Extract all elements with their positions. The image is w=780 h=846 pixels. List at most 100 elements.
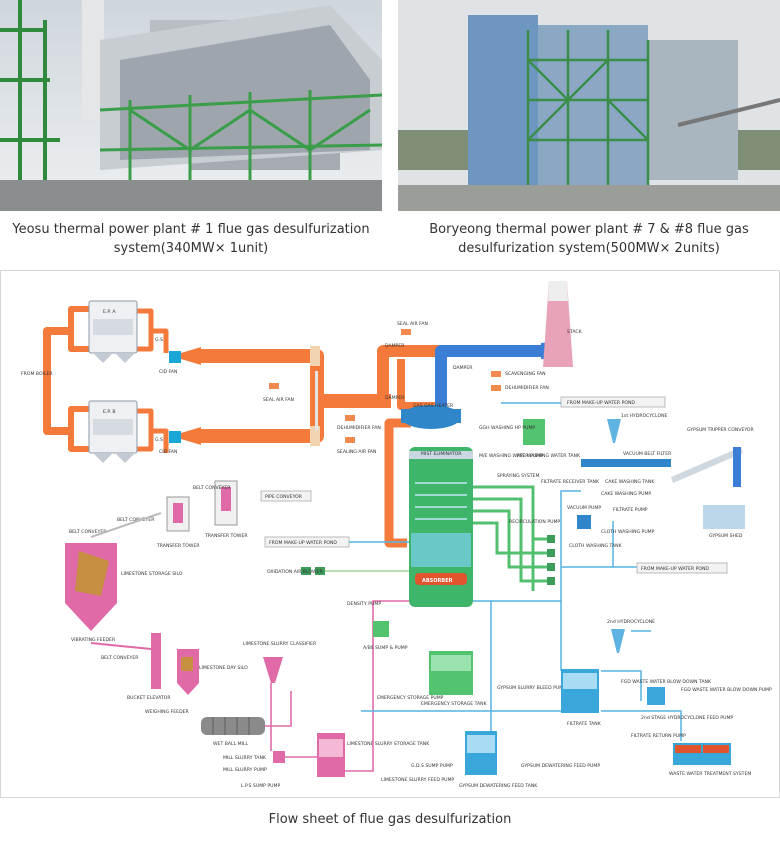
makeup-water-label: FROM MAKE-UP WATER POND: [269, 540, 337, 546]
belt-conveyor-label: BELT CONVEYER: [69, 529, 107, 535]
cake-washing-tank-label: CAKE WASHING TANK: [605, 479, 655, 485]
density-pump-label: DENSITY PUMP: [347, 601, 381, 607]
belt-conveyor-label: BELT CONVEYER: [193, 485, 231, 491]
sealing-air-fan-label: SEALING AIR FAN: [337, 449, 376, 455]
limestone-slurry-storage-tank: LIMESTONE SLURRY STORAGE TANK: [317, 733, 430, 777]
spraying-system-label: SPRAYING SYSTEM: [497, 473, 539, 479]
limestone-slurry-pipes: [265, 600, 409, 772]
makeup-water-arrow: [560, 396, 666, 408]
lps-sump-pump-label: L.P.S SUMP PUMP: [241, 783, 280, 789]
boryeong-caption: Boryeong thermal power plant # 7 & #8 fl…: [429, 222, 749, 256]
fgd-waste-water-pump-label: FGD WASTE WATER BLOW DOWN PUMP: [681, 687, 772, 693]
gypsum-slurry-bleed-pump-label: GYPSUM SLURRY BLEED PUMP: [497, 685, 566, 691]
svg-text:LIMESTONE SLURRY CLASSIFIER: LIMESTONE SLURRY CLASSIFIER: [243, 641, 317, 647]
damper-marker: [310, 346, 320, 366]
svg-text:FILTRATE TANK: FILTRATE TANK: [567, 721, 602, 727]
recirculation-pump-label: RECIRCULATION PUMP: [509, 519, 560, 525]
filtrate-return-pump-label: FILTRATE RETURN PUMP: [631, 733, 686, 739]
oxidation-air-blower-label: OXIDATION AIR BLOWER: [267, 569, 323, 575]
svg-text:CID FAN: CID FAN: [159, 449, 177, 455]
vibrating-feeder-label: VIBRATING FEEDER: [71, 637, 116, 643]
svg-text:GAS GAS HEATER: GAS GAS HEATER: [413, 403, 454, 409]
stack-label: STACK: [567, 329, 583, 335]
vacuum-pump: VACUUM PUMP: [567, 505, 601, 529]
gas-gas-heater: GAS GAS HEATER: [401, 403, 461, 429]
limestone-slurry-classifier: LIMESTONE SLURRY CLASSIFIER: [243, 641, 317, 683]
first-hydrocyclone: 1st HYDROCYCLONE: [607, 413, 668, 443]
svg-text:GYPSUM DEWATERING FEED TANK: GYPSUM DEWATERING FEED TANK: [459, 783, 538, 789]
fans: [269, 329, 501, 443]
mist-eliminator-label: MIST ELIMINATOR: [421, 451, 462, 457]
seal-air-fan-label: SEAL AIR FAN: [263, 397, 294, 403]
svg-text:TRANSFER TOWER: TRANSFER TOWER: [156, 543, 200, 549]
limestone-day-silo: LIMESTONE DAY SILO: [177, 649, 248, 695]
mill-slurry-tank: [273, 751, 285, 763]
belt-conveyor-label: BELT CONVEYER: [101, 655, 139, 661]
filtrate-tank: FILTRATE TANK: [561, 669, 602, 727]
absorber-label: ABSORBER: [422, 578, 453, 584]
me-washing-pump-label: M/E WASHING WATER PUMP: [479, 453, 543, 459]
ep-b-label: E.P. B: [103, 409, 116, 415]
weighing-feeder-label: WEIGHING FEEDER: [145, 709, 190, 715]
filtrate-pump-label: FILTRATE PUMP: [613, 507, 648, 513]
svg-text:LIMESTONE DAY SILO: LIMESTONE DAY SILO: [199, 665, 248, 671]
svg-text:EMERGENCY STORAGE TANK: EMERGENCY STORAGE TANK: [421, 701, 488, 707]
second-hydrocyclone: 2nd HYDROCYCLONE: [607, 619, 655, 653]
svg-text:BUCKET ELEVATOR: BUCKET ELEVATOR: [127, 695, 171, 701]
makeup-water-label: FROM MAKE-UP WATER POND: [641, 566, 709, 572]
belt-conveyor-label: BELT CONVEYER: [117, 517, 155, 523]
fgd-waste-water-tank-label: FGD WASTE WATER BLOW DOWN TANK: [621, 679, 712, 685]
svg-text:M/E WASHING WATER TANK: M/E WASHING WATER TANK: [517, 453, 581, 459]
svg-text:WASTE WATER TREATMENT SYSTEM: WASTE WATER TREATMENT SYSTEM: [669, 771, 751, 777]
seal-air-fan-top-label: SEAL AIR FAN: [397, 321, 428, 327]
dehumidifier-fan-left-label: DEHUMIDIFIER FAN: [337, 425, 381, 431]
gypsum-dewatering-feed-pump-label: GYPSUM DEWATERING FEED PUMP: [521, 763, 600, 769]
svg-text:LIMESTONE STORAGE SILO: LIMESTONE STORAGE SILO: [121, 571, 183, 577]
cid-fan-2: CID FAN: [159, 431, 181, 455]
oxidation-air-blowers: [301, 567, 325, 575]
dehumidifier-fan-label: DEHUMIDIFIER FAN: [505, 385, 549, 391]
pipe-conveyor-label: PIPE CONVEYOR: [265, 494, 303, 500]
limestone-storage-silo: LIMESTONE STORAGE SILO: [65, 543, 183, 631]
gypsum-tripper-conveyor-label: GYPSUM TRIPPER CONVEYOR: [687, 427, 755, 433]
filtrate-receiver-tank-label: FILTRATE RECEIVER TANK: [541, 479, 600, 485]
mill-slurry-pump-label: MILL SLURRY PUMP: [223, 767, 267, 773]
recirculation-pipes: [473, 485, 549, 591]
svg-text:GYPSUM SHED: GYPSUM SHED: [709, 533, 743, 539]
svg-text:1st HYDROCYCLONE: 1st HYDROCYCLONE: [621, 413, 668, 419]
svg-text:FROM MAKE-UP WATER POND: FROM MAKE-UP WATER POND: [567, 400, 635, 406]
fgd-flow-sheet: STACK E.P. A E.P. B FROM BOILER G.S G.S …: [0, 270, 780, 798]
svg-text:CID FAN: CID FAN: [159, 369, 177, 375]
cloth-washing-pump-label: CLOTH WASHING PUMP: [601, 529, 655, 535]
svg-text:VACUUM PUMP: VACUUM PUMP: [567, 505, 601, 511]
figure-caption: Flow sheet of flue gas desulfurization: [268, 812, 512, 827]
gypsum-tripper-conveyor: [671, 447, 743, 483]
recirculation-pumps: [547, 535, 555, 585]
svg-text:VACUUM BELT FILTER: VACUUM BELT FILTER: [623, 451, 672, 457]
transfer-tower-2: TRANSFER TOWER: [204, 480, 248, 539]
gypsum-dewatering-feed-tank: GYPSUM DEWATERING FEED TANK: [459, 731, 538, 789]
me-washing-water-tank: M/E WASHING WATER TANK: [517, 419, 581, 459]
absorber: ABSORBER MIST ELIMINATOR: [409, 447, 473, 607]
ep-a: E.P. A: [88, 300, 138, 363]
damper-label: DAMPER: [385, 343, 405, 349]
limestone-slurry-feed-pump-label: LIMESTONE SLURRY FEED PUMP: [381, 777, 454, 783]
svg-text:WET BALL MILL: WET BALL MILL: [213, 741, 248, 747]
clean-gas-ducts: [435, 345, 541, 411]
damper-label: DAMPER: [453, 365, 473, 371]
cid-fan-1: CID FAN: [159, 351, 181, 375]
ep-b: E.P. B: [88, 400, 138, 463]
svg-text:TRANSFER TOWER: TRANSFER TOWER: [204, 533, 248, 539]
boryeong-plant-photo: [398, 0, 780, 211]
transfer-tower-1: TRANSFER TOWER: [156, 496, 200, 549]
abs-sump: A/BS SUMP & PUMP: [363, 621, 408, 651]
second-stage-hydrocyclone-feed-pump-label: 2nd STAGE HYDROCYCLONE FEED PUMP: [641, 715, 733, 721]
ggh-washing-hp-pump-label: GGH WASHING HP PUMP: [479, 425, 535, 431]
bucket-elevator: BUCKET ELEVATOR: [127, 633, 171, 701]
cloth-washing-tank-label: CLOTH WASHING TANK: [569, 543, 623, 549]
gypsum-shed: GYPSUM SHED: [703, 505, 745, 539]
gds-sump-pump-label: G.D.S SUMP PUMP: [411, 763, 453, 769]
svg-text:LIMESTONE SLURRY STORAGE TANK: LIMESTONE SLURRY STORAGE TANK: [347, 741, 430, 747]
emergency-storage-tank: EMERGENCY STORAGE TANK: [421, 651, 488, 707]
stack: STACK: [543, 281, 583, 367]
